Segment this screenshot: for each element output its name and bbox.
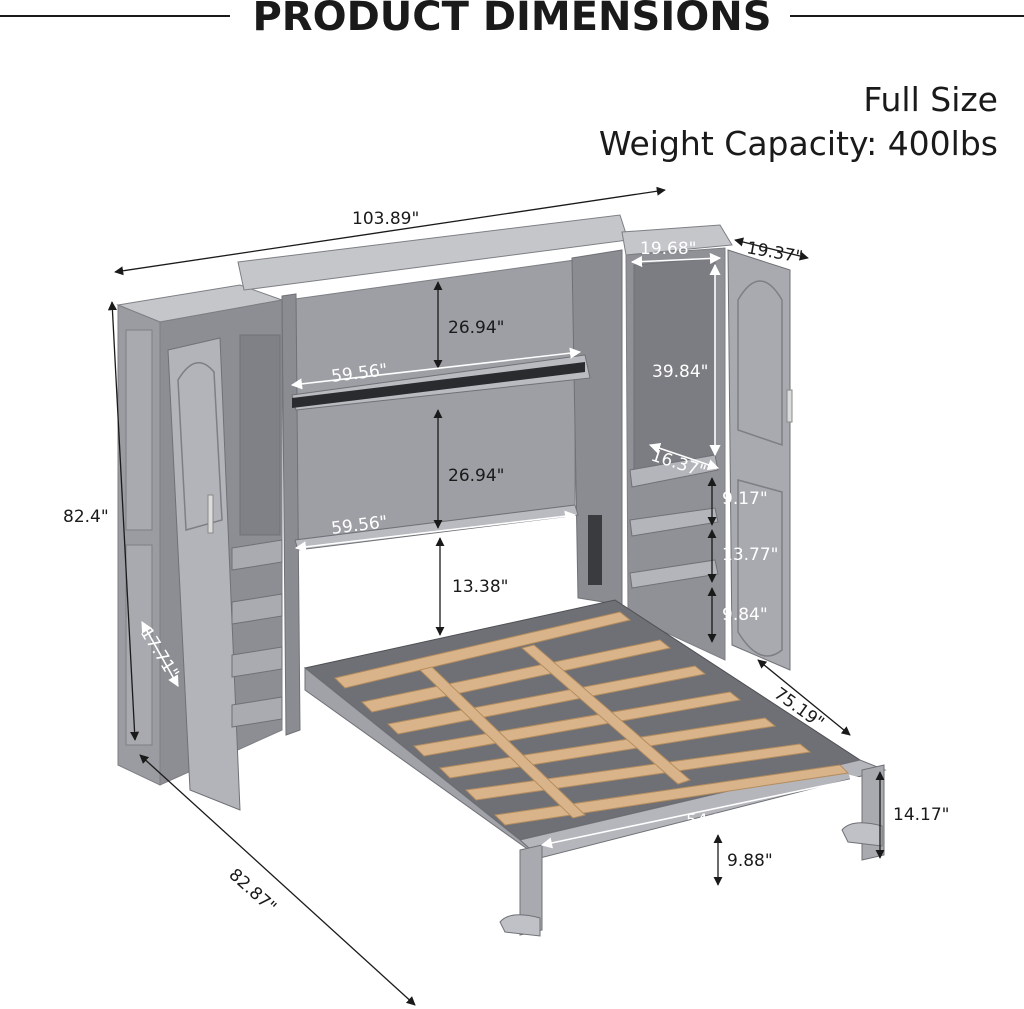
left-shelf-3	[231, 646, 283, 678]
left-door-handle	[207, 494, 214, 534]
under-clearance-label: 13.38"	[452, 577, 509, 597]
overall-height-label: 82.4"	[63, 507, 109, 527]
overall-depth-label: 82.87"	[225, 865, 280, 918]
bed-width-label: 54.52"	[686, 811, 743, 831]
right-shelf-2	[629, 507, 719, 537]
right-shelf-3	[629, 559, 719, 589]
lift-mechanism	[588, 515, 602, 585]
left-shelf-4	[231, 696, 283, 728]
left-shelf-2	[231, 593, 283, 625]
overall-width-label: 103.89"	[352, 209, 419, 229]
shelf-gap-1-label: 9.17"	[722, 489, 768, 509]
title-rule-right	[790, 15, 1024, 17]
left-cabinet	[116, 284, 284, 811]
lower-shelf-height-label: 26.94"	[448, 466, 505, 486]
right-door-handle	[786, 389, 793, 423]
left-panel-upper	[125, 329, 153, 531]
bed-frame	[303, 599, 887, 937]
upper-shelf-height-label: 26.94"	[448, 318, 505, 338]
right-door-arch-lower	[737, 479, 783, 657]
shelf-gap-2-label: 13.77"	[722, 545, 779, 565]
cabinet-width-right-label: 19.68"	[640, 239, 697, 259]
bed-leg-left	[519, 844, 543, 936]
right-door-arch	[737, 280, 783, 447]
shelf-gap-3-label: 9.84"	[722, 605, 768, 625]
left-shelf-1	[231, 539, 283, 571]
size-spec: Full Size	[863, 80, 998, 119]
left-inner-panel	[239, 334, 281, 536]
left-door-arch	[177, 362, 223, 531]
bed-leg-left-foot	[499, 914, 541, 937]
title-rule-left	[0, 15, 230, 17]
wardrobe-height-label: 39.84"	[652, 362, 709, 382]
title-bar: PRODUCT DIMENSIONS	[0, 0, 1024, 44]
ground-clearance-label: 9.88"	[727, 851, 773, 871]
page-title: PRODUCT DIMENSIONS	[252, 0, 772, 40]
bed-leg-right-foot	[841, 822, 883, 847]
leg-height-label: 14.17"	[893, 805, 950, 825]
dimension-lines	[107, 186, 885, 1006]
dimension-lines-white	[141, 252, 862, 849]
right-cabinet	[621, 224, 793, 671]
weight-capacity-spec: Weight Capacity: 400lbs	[598, 124, 998, 163]
